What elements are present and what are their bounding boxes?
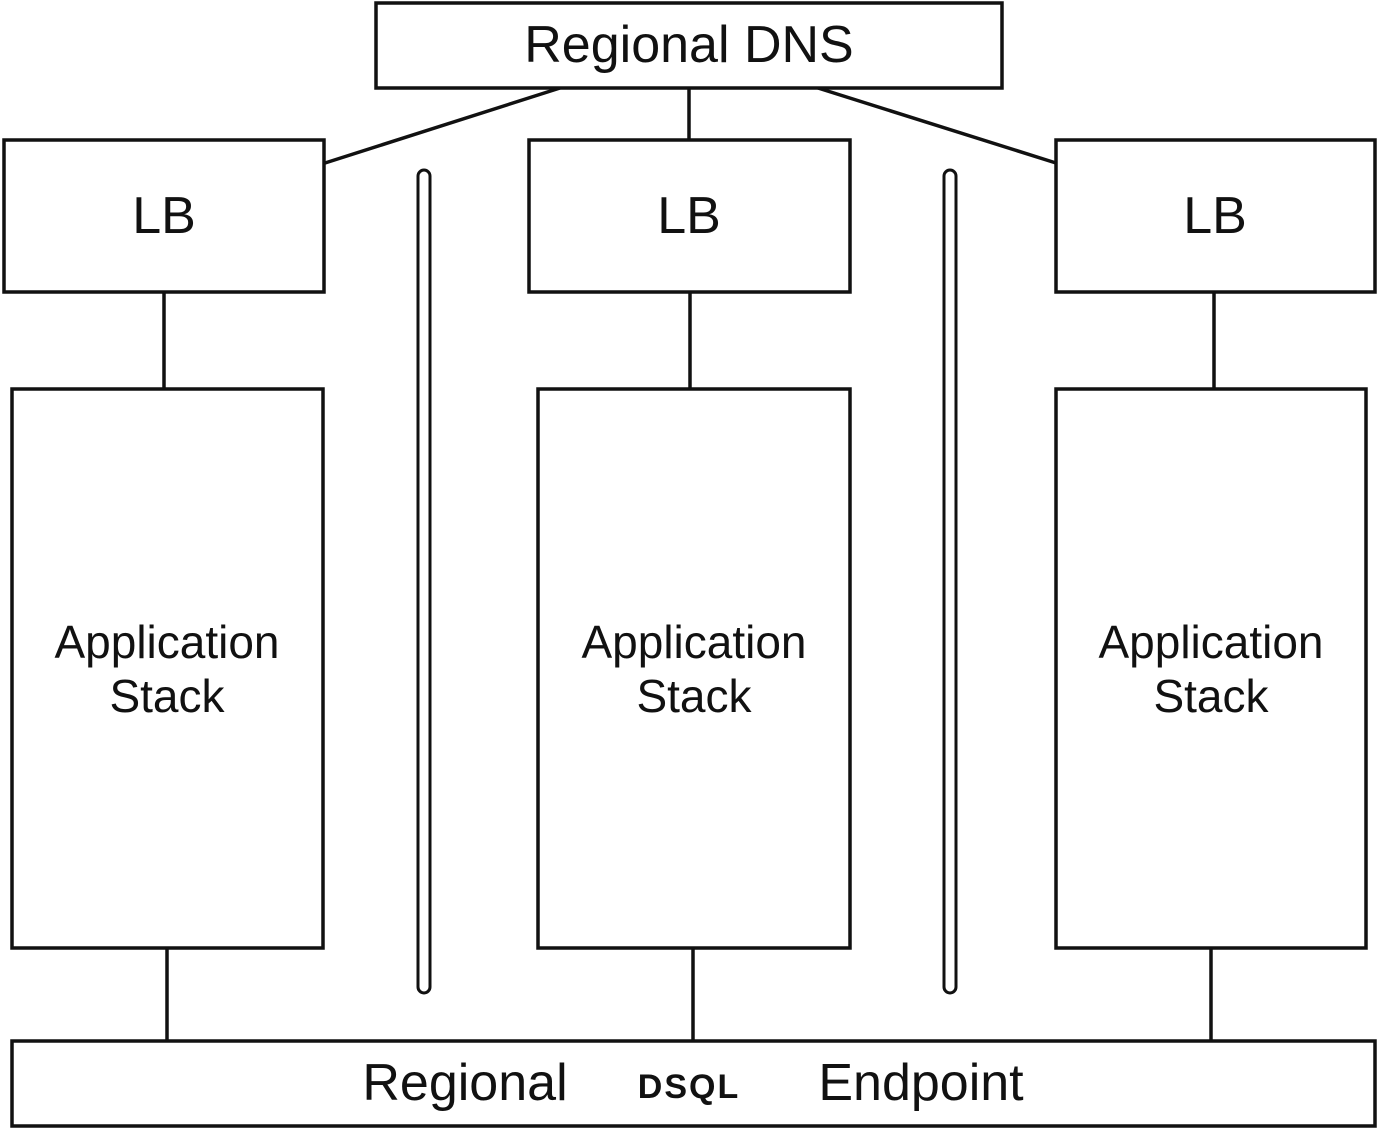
isolation-divider-1 <box>416 168 432 995</box>
lb-2-box <box>527 138 852 294</box>
application-stack-3-box <box>1054 387 1368 950</box>
application-stack-3-line1: Application <box>1098 616 1323 668</box>
application-stack-1-line1: Application <box>54 616 279 668</box>
regional-dns-box <box>374 1 1004 90</box>
application-stack-2-box <box>536 387 852 950</box>
application-stack-2-line2: Stack <box>636 670 752 722</box>
regional-dns-node: Regional DNS <box>374 1 1004 90</box>
stack-column-1: LB Application Stack <box>2 138 326 950</box>
regional-dsql-endpoint-box <box>10 1039 1377 1128</box>
dns-to-lb-1-connector <box>324 86 561 165</box>
lb-2-label: LB <box>657 187 721 245</box>
endpoint-word-regional: Regional <box>362 1054 567 1112</box>
stack-column-2: LB Application Stack <box>527 138 852 950</box>
lb-3-box <box>1054 138 1377 294</box>
regional-dns-label: Regional DNS <box>524 16 854 74</box>
isolation-divider-2 <box>942 168 958 995</box>
application-stack-1-line2: Stack <box>109 670 225 722</box>
application-stack-1-box <box>10 387 325 950</box>
endpoint-word-endpoint: Endpoint <box>818 1054 1024 1112</box>
lb-3-label: LB <box>1183 187 1247 245</box>
regional-dsql-endpoint-node: Regional DSQL Endpoint <box>10 1039 1377 1128</box>
application-stack-2-line1: Application <box>581 616 806 668</box>
application-stack-3-line2: Stack <box>1153 670 1269 722</box>
lb-1-box <box>2 138 326 294</box>
endpoint-word-dsql: DSQL <box>638 1068 740 1106</box>
dns-to-lb-3-connector <box>817 86 1057 165</box>
lb-1-label: LB <box>132 187 196 245</box>
stack-column-3: LB Application Stack <box>1054 138 1377 950</box>
